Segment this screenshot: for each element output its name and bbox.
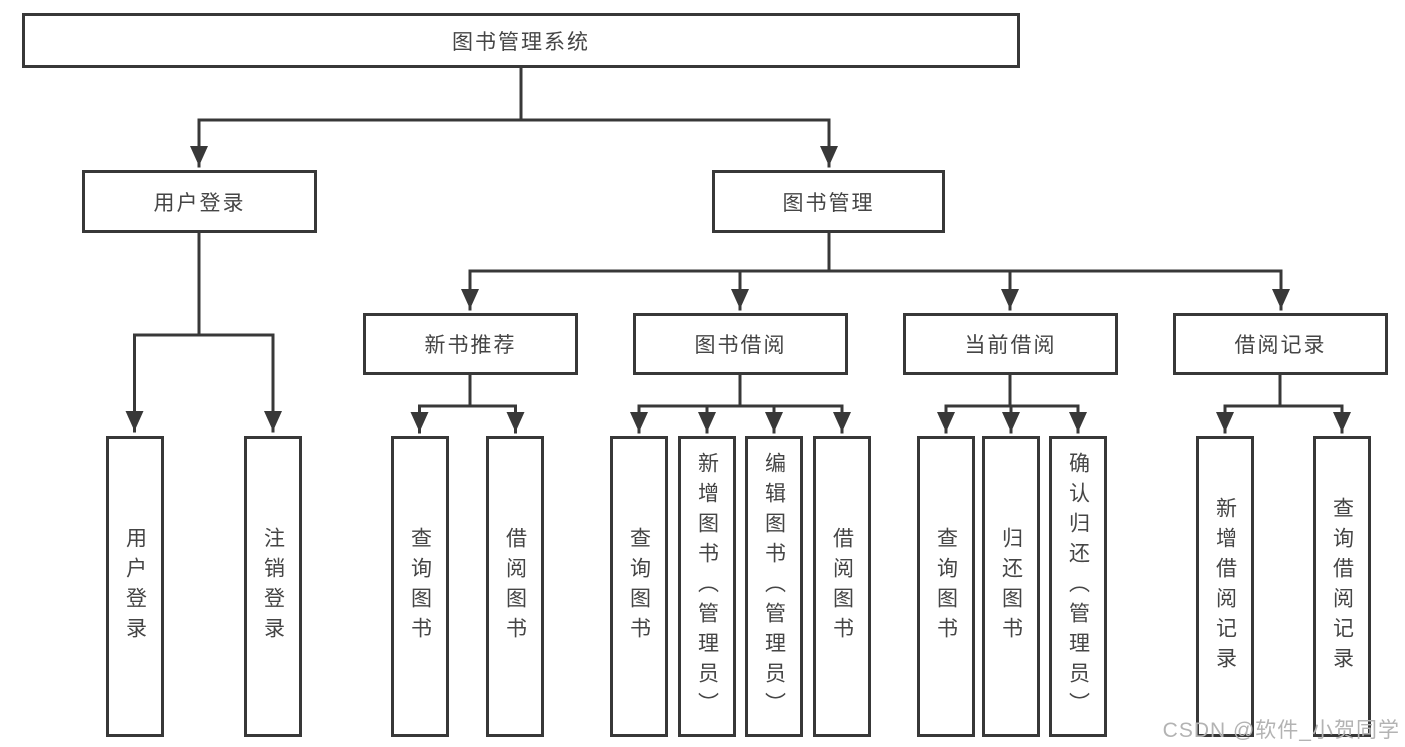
node-borrow-records: 借阅记录 (1173, 313, 1388, 375)
root-node-label: 图书管理系统 (452, 30, 590, 54)
leaf-borrowing-add-books-admin: 新增图书（管理员） (678, 436, 736, 737)
leaf-borrowing-borrow-books-label: 借阅图书 (830, 526, 854, 647)
leaf-current-return-books: 归还图书 (982, 436, 1040, 737)
leaf-borrowing-edit-books-admin-label: 编辑图书（管理员） (762, 451, 786, 722)
leaf-current-return-books-label: 归还图书 (999, 526, 1023, 647)
node-borrow-records-label: 借阅记录 (1234, 334, 1327, 357)
leaf-current-confirm-return-admin: 确认归还（管理员） (1049, 436, 1107, 737)
leaf-borrowing-query-books-label: 查询图书 (627, 526, 651, 647)
node-user-login: 用户登录 (82, 170, 317, 233)
leaf-user-login-label: 用户登录 (123, 526, 147, 647)
csdn-watermark: CSDN @软件_小贺同学 (1162, 719, 1400, 742)
leaf-records-query-record: 查询借阅记录 (1313, 436, 1371, 737)
leaf-current-query-books-label: 查询图书 (934, 526, 958, 647)
node-book-management: 图书管理 (712, 170, 945, 233)
leaf-newbooks-borrow-books-label: 借阅图书 (503, 526, 527, 647)
leaf-logout-label: 注销登录 (261, 526, 285, 647)
node-user-login-label: 用户登录 (153, 191, 246, 215)
node-book-borrowing-label: 图书借阅 (694, 334, 787, 357)
leaf-records-query-record-label: 查询借阅记录 (1330, 496, 1354, 677)
leaf-borrowing-edit-books-admin: 编辑图书（管理员） (745, 436, 803, 737)
leaf-newbooks-query-books-label: 查询图书 (408, 526, 432, 647)
node-current-borrowing: 当前借阅 (903, 313, 1118, 375)
node-book-borrowing: 图书借阅 (633, 313, 848, 375)
leaf-borrowing-query-books: 查询图书 (610, 436, 668, 737)
leaf-borrowing-borrow-books: 借阅图书 (813, 436, 871, 737)
node-book-management-label: 图书管理 (782, 191, 875, 215)
node-current-borrowing-label: 当前借阅 (964, 334, 1057, 357)
root-node-library-system: 图书管理系统 (22, 13, 1020, 68)
leaf-current-query-books: 查询图书 (917, 436, 975, 737)
node-new-book-recommendation-label: 新书推荐 (424, 334, 517, 357)
leaf-records-add-record: 新增借阅记录 (1196, 436, 1254, 737)
leaf-logout: 注销登录 (244, 436, 302, 737)
leaf-borrowing-add-books-admin-label: 新增图书（管理员） (695, 451, 719, 722)
leaf-newbooks-borrow-books: 借阅图书 (486, 436, 544, 737)
node-new-book-recommendation: 新书推荐 (363, 313, 578, 375)
leaf-newbooks-query-books: 查询图书 (391, 436, 449, 737)
leaf-records-add-record-label: 新增借阅记录 (1213, 496, 1237, 677)
leaf-user-login: 用户登录 (106, 436, 164, 737)
leaf-current-confirm-return-admin-label: 确认归还（管理员） (1066, 451, 1090, 722)
